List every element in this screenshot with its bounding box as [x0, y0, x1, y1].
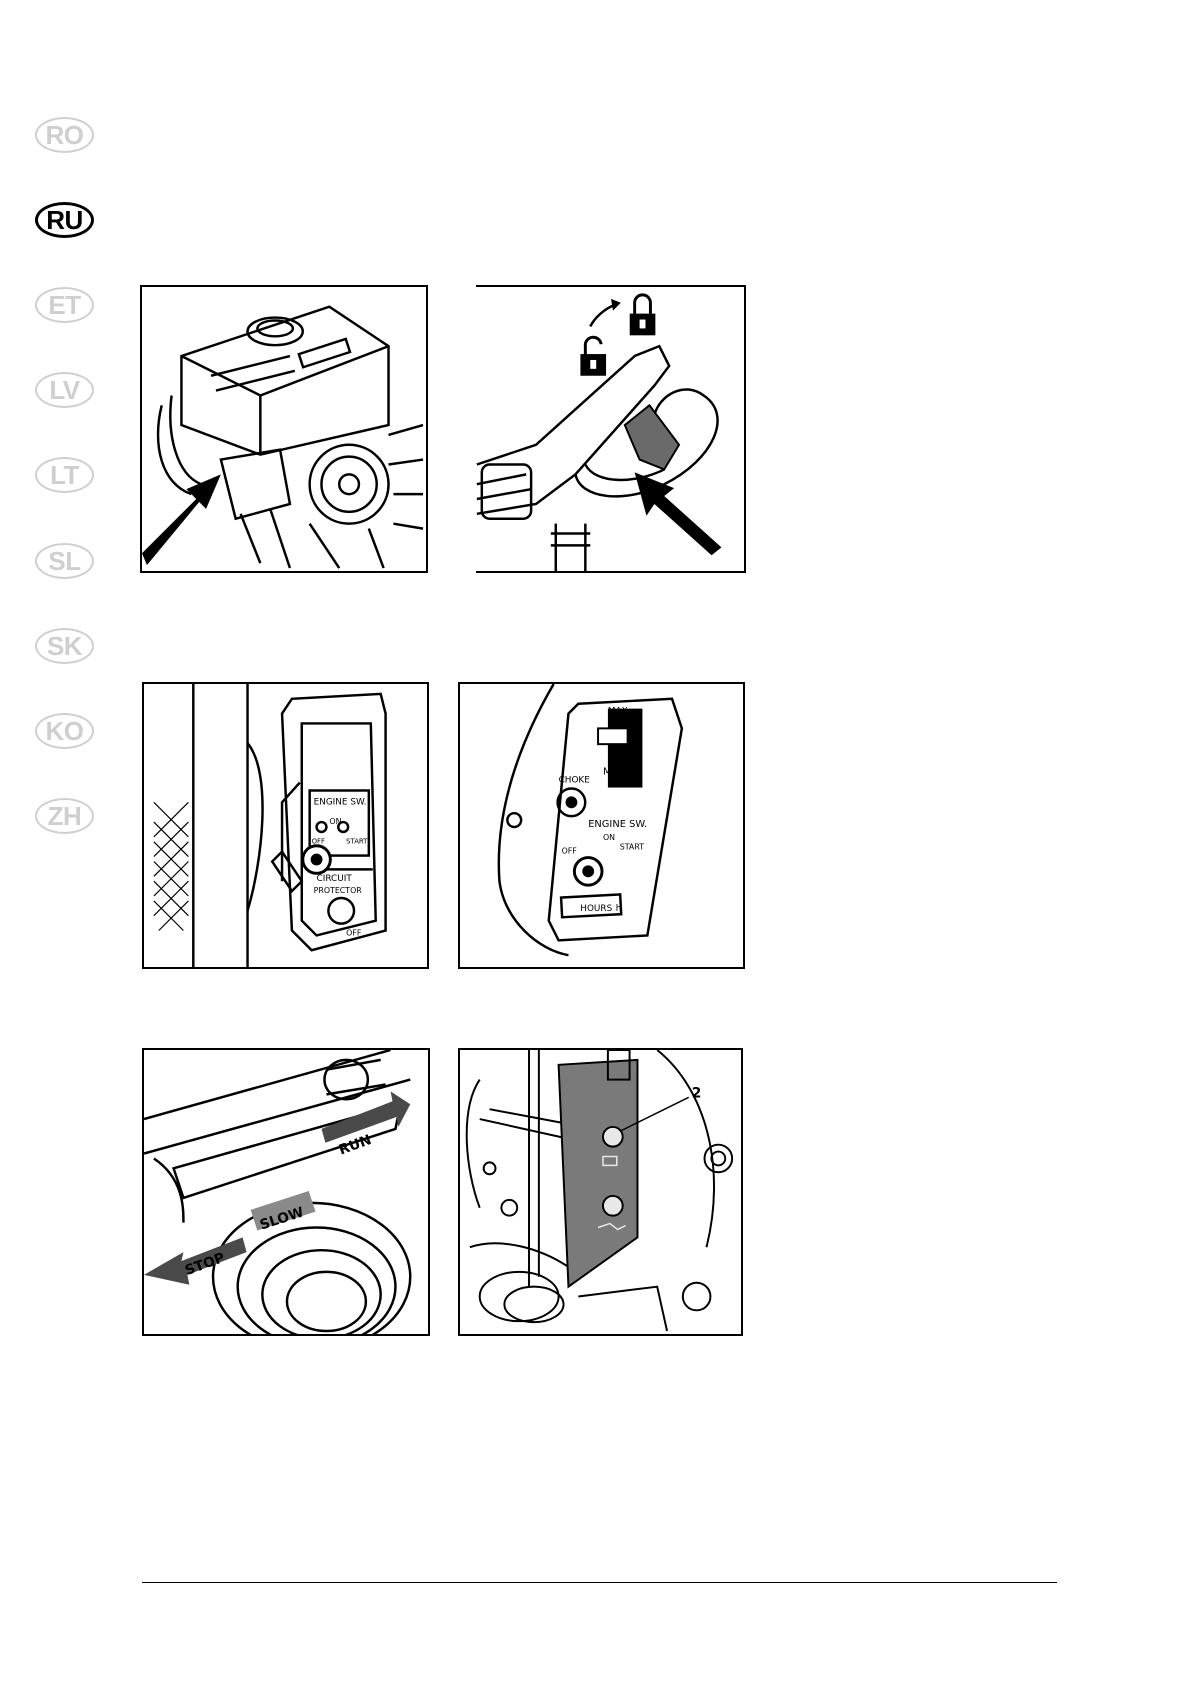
- pointer-arrow-icon: [634, 472, 722, 556]
- figure-ignition-switch: ENGINE SW. ON OFF START CIRCUIT PROTECTO…: [142, 682, 429, 969]
- on-label: ON: [329, 817, 341, 826]
- indicator-lamp-icon: [601, 1194, 624, 1217]
- choke-knob-icon: [565, 796, 578, 809]
- figure-throttle-lever: STOP SLOW RUN: [142, 1048, 430, 1336]
- throttle-lever-illustration: STOP SLOW RUN: [144, 1050, 412, 1334]
- engine-switch-label: ENGINE SW.: [314, 797, 367, 807]
- protector-off-label: OFF: [346, 928, 362, 937]
- min-label: MIN: [603, 767, 622, 778]
- figure-indicator-plate: 2: [458, 1048, 743, 1336]
- start-label: START: [346, 838, 368, 846]
- indicator-lamp-icon: [601, 1125, 624, 1148]
- lang-tab-et[interactable]: ET: [35, 287, 94, 323]
- lang-tab-lv[interactable]: LV: [35, 372, 94, 408]
- off-label: OFF: [562, 847, 578, 856]
- lang-tab-zh[interactable]: ZH: [35, 798, 94, 834]
- battery-icon: [602, 1155, 618, 1167]
- curved-arrow-icon: [589, 303, 616, 328]
- hours-label: HOURS: [580, 904, 612, 914]
- engine-switch-label: ENGINE SW.: [588, 819, 647, 830]
- ignition-panel-illustration: ENGINE SW. ON OFF START CIRCUIT PROTECTO…: [153, 684, 387, 967]
- lang-tab-ro[interactable]: RO: [35, 117, 94, 153]
- throttle-panel-illustration: MAX MIN CHOKE ENGINE SW. ON OFF START HO…: [497, 684, 684, 957]
- lang-tab-sk[interactable]: SK: [35, 628, 94, 664]
- max-label: MAX: [608, 707, 628, 717]
- pointer-arrow-icon: [142, 474, 221, 566]
- on-label: ON: [603, 833, 615, 842]
- off-label: OFF: [312, 838, 325, 846]
- footer-rule: [142, 1582, 1057, 1583]
- lock-open-icon: [580, 335, 607, 376]
- choke-label: CHOKE: [559, 776, 591, 786]
- protector-label: PROTECTOR: [314, 886, 363, 895]
- oil-can-icon: [597, 1222, 626, 1231]
- hour-unit-label: h: [616, 904, 622, 914]
- figure-spray-gun-lock: [476, 285, 746, 573]
- start-label: START: [620, 843, 644, 852]
- spray-gun-illustration: [476, 293, 722, 571]
- run-arrow-icon: [321, 1091, 411, 1143]
- lock-closed-icon: [629, 293, 656, 336]
- lang-tab-ru[interactable]: RU: [35, 202, 94, 238]
- lang-tab-lt[interactable]: LT: [35, 457, 94, 493]
- callout-number: 2: [692, 1085, 702, 1101]
- figure-throttle-panel: MAX MIN CHOKE ENGINE SW. ON OFF START HO…: [458, 682, 745, 969]
- figure-engine-fuel-valve: [140, 285, 428, 573]
- lang-tab-sl[interactable]: SL: [35, 543, 94, 579]
- circuit-label: CIRCUIT: [317, 874, 353, 884]
- indicator-plate-illustration: 2: [465, 1050, 734, 1332]
- stop-arrow-icon: [144, 1237, 247, 1285]
- engine-illustration: [142, 305, 424, 569]
- lang-tab-ko[interactable]: KO: [35, 713, 94, 749]
